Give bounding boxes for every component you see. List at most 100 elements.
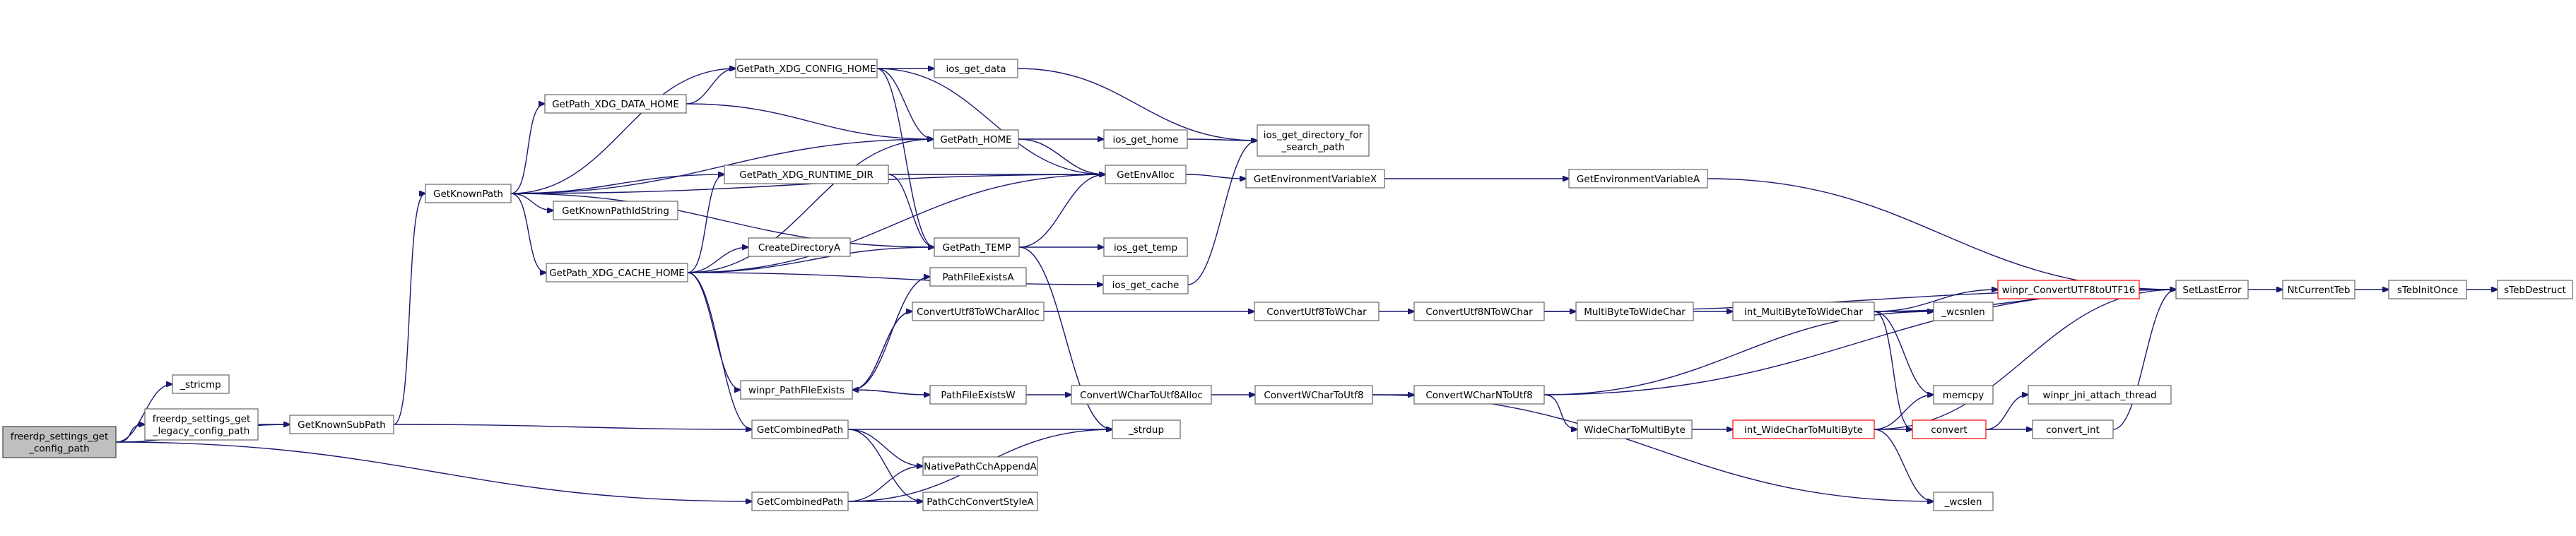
node-box [2388, 280, 2467, 299]
node-label: ios_get_directory_for [1264, 130, 1363, 141]
node-ios-get-dir[interactable]: ios_get_directory_for_search_path [1257, 124, 1370, 157]
node-getknownsubpath[interactable]: GetKnownSubPath [289, 415, 394, 434]
node-box [546, 263, 688, 282]
edge-xdg-cache-home-to-getcombinedpath1 [687, 272, 752, 429]
edge-root-to-legacy [115, 424, 145, 443]
node-label: convert_int [2046, 424, 2100, 436]
node-label: winpr_ConvertUTF8toUTF16 [2002, 285, 2136, 296]
node-label: _strdup [1128, 424, 1164, 436]
node-xdg-runtime-dir[interactable]: GetPath_XDG_RUNTIME_DIR [724, 165, 889, 184]
node-label: PathFileExistsA [942, 272, 1014, 283]
edge-xdg-cache-home-to-getpath-home [687, 139, 934, 273]
node-legacy[interactable]: freerdp_settings_get_legacy_config_path [144, 408, 259, 441]
node-box [1732, 419, 1875, 439]
node-createdirectorya[interactable]: CreateDirectoryA [748, 237, 851, 257]
node-box [751, 492, 849, 511]
node-getenvalloc[interactable]: GetEnvAlloc [1105, 165, 1187, 184]
edge-getpath-temp-to-strdup [1018, 246, 1112, 429]
node-box [553, 201, 678, 220]
node-pathfileexistsw[interactable]: PathFileExistsW [929, 385, 1027, 405]
node-winpr-jni[interactable]: winpr_jni_attach_thread [2028, 385, 2172, 405]
node-label: sTebDestruct [2504, 285, 2566, 296]
node-box [740, 380, 853, 400]
node-pathfileexistsa[interactable]: PathFileExistsA [929, 267, 1027, 287]
node-label: winpr_jni_attach_thread [2042, 390, 2156, 401]
node-box [724, 165, 889, 184]
node-getknownpathidstring[interactable]: GetKnownPathIdString [553, 201, 678, 220]
edge-getpath-home-to-getenvalloc [1018, 138, 1105, 174]
edge-xdg-runtime-dir-to-getpath-temp [888, 174, 934, 247]
node-xdg-cache-home[interactable]: GetPath_XDG_CACHE_HOME [546, 263, 688, 282]
node-convutf8towcharalloc[interactable]: ConvertUtf8ToWCharAlloc [912, 302, 1045, 321]
node-getpath-home[interactable]: GetPath_HOME [933, 129, 1019, 149]
node-ntcurrentteb[interactable]: NtCurrentTeb [2282, 280, 2356, 299]
node-box [1575, 302, 1694, 321]
node-stricmp[interactable]: _stricmp [172, 374, 230, 394]
node-ios-get-home[interactable]: ios_get_home [1103, 129, 1188, 149]
node-convwchartoutf8alloc[interactable]: ConvertWCharToUtf8Alloc [1071, 385, 1212, 405]
node-box [425, 184, 512, 203]
node-wcsnlen[interactable]: _wcsnlen [1933, 302, 1994, 321]
node-label: _wcsnlen [1941, 306, 1984, 318]
edge-pathfileexistsw-to-winpr-pathfileexists [852, 390, 931, 395]
edge-convutf8towcharalloc-to-winpr-pathfileexists [852, 311, 913, 390]
node-xdg-data-home[interactable]: GetPath_XDG_DATA_HOME [544, 94, 687, 114]
node-label: int_WideCharToMultiByte [1744, 424, 1863, 436]
node-label: GetEnvironmentVariableA [1577, 174, 1700, 185]
edge-root-to-stricmp [115, 384, 172, 443]
node-label: ConvertUtf8NToWChar [1425, 306, 1533, 318]
node-convutf8towchar[interactable]: ConvertUtf8ToWChar [1254, 302, 1380, 321]
node-getknownpath[interactable]: GetKnownPath [425, 184, 512, 203]
node-convwcharntoutf8[interactable]: ConvertWCharNToUtf8 [1413, 385, 1545, 405]
node-convwchartoutf8[interactable]: ConvertWCharToUtf8 [1254, 385, 1373, 405]
node-box [1102, 275, 1189, 294]
node-label: _wcslen [1944, 496, 1982, 508]
node-stebdestruct[interactable]: sTebDestruct [2497, 280, 2573, 299]
edge-xdg-cache-home-to-xdg-runtime-dir [687, 174, 724, 273]
node-convert-int[interactable]: convert_int [2032, 419, 2114, 439]
node-ios-get-data[interactable]: ios_get_data [934, 59, 1018, 78]
edge-getcombinedpath1-to-pathcchconvert [847, 429, 923, 501]
node-convert[interactable]: convert [1912, 419, 1987, 439]
node-int-widechar[interactable]: int_WideCharToMultiByte [1732, 419, 1875, 439]
node-widechartomultibyte[interactable]: WideCharToMultiByte [1577, 419, 1693, 439]
node-winpr-pathfileexists[interactable]: winpr_PathFileExists [740, 380, 853, 400]
node-root[interactable]: freerdp_settings_get_config_path [2, 426, 117, 458]
node-ios-get-temp[interactable]: ios_get_temp [1103, 237, 1188, 257]
node-memcpy[interactable]: memcpy [1933, 385, 1994, 405]
node-wcslen[interactable]: _wcslen [1933, 492, 1994, 511]
edge-xdg-config-home-to-getpath-temp [876, 68, 934, 247]
edge-getcombinedpath2-to-nativepathcch [847, 466, 923, 502]
node-box [1732, 302, 1875, 321]
node-convutf8ntowchar[interactable]: ConvertUtf8NToWChar [1413, 302, 1545, 321]
node-box [934, 59, 1018, 78]
node-box [1568, 169, 1708, 189]
node-winpr-convutf8toutf16[interactable]: winpr_ConvertUTF8toUTF16 [1997, 280, 2140, 299]
node-nativepathcch[interactable]: NativePathCchAppendA [922, 456, 1038, 476]
node-getenvvara[interactable]: GetEnvironmentVariableA [1568, 169, 1708, 189]
node-label: _stricmp [180, 379, 221, 391]
node-pathcchconvert[interactable]: PathCchConvertStyleA [922, 492, 1038, 511]
node-multibytetowidechar[interactable]: MultiByteToWideChar [1575, 302, 1694, 321]
node-getcombinedpath1[interactable]: GetCombinedPath [751, 419, 849, 439]
node-getenvvarx[interactable]: GetEnvironmentVariableX [1245, 169, 1385, 189]
node-label: GetPath_XDG_CONFIG_HOME [736, 64, 876, 75]
edge-int-multibyte-to-convert [1874, 311, 1912, 429]
node-strdup[interactable]: _strdup [1112, 419, 1181, 439]
edge-int-multibyte-to-memcpy [1874, 311, 1934, 395]
node-getcombinedpath2[interactable]: GetCombinedPath [751, 492, 849, 511]
node-xdg-config-home[interactable]: GetPath_XDG_CONFIG_HOME [735, 59, 878, 78]
edge-convert-to-winpr-jni [1985, 395, 2028, 430]
node-setlasterror[interactable]: SetLastError [2175, 280, 2249, 299]
node-box [1103, 237, 1188, 257]
node-ios-get-cache[interactable]: ios_get_cache [1102, 275, 1189, 294]
node-label: GetKnownPath [433, 189, 503, 200]
node-int-multibyte[interactable]: int_MultiByteToWideChar [1732, 302, 1875, 321]
edge-root-to-getcombinedpath2 [115, 441, 752, 501]
node-label: MultiByteToWideChar [1584, 306, 1686, 318]
node-stebinitonce[interactable]: sTebInitOnce [2388, 280, 2467, 299]
node-getpath-temp[interactable]: GetPath_TEMP [934, 237, 1020, 257]
node-box [2, 426, 117, 458]
node-box [751, 419, 849, 439]
